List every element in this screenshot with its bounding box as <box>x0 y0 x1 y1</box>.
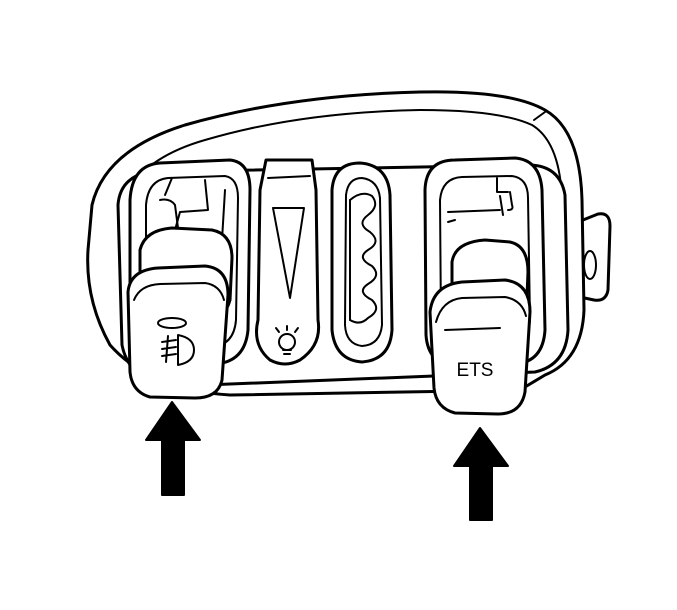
dimmer-icon <box>275 325 299 355</box>
ets-button[interactable] <box>428 278 532 416</box>
arrow-right-up-icon <box>453 427 509 521</box>
ets-label: ETS <box>457 360 494 381</box>
dimmer-thumbwheel[interactable] <box>330 161 394 364</box>
ets-switch: ETS <box>423 156 547 416</box>
dimmer-indicator <box>255 158 321 366</box>
fog-lamp-icon <box>157 317 195 366</box>
arrow-left-up-icon <box>145 401 201 496</box>
fog-lamp-button[interactable] <box>126 264 230 400</box>
fog-lamp-switch <box>126 158 252 400</box>
